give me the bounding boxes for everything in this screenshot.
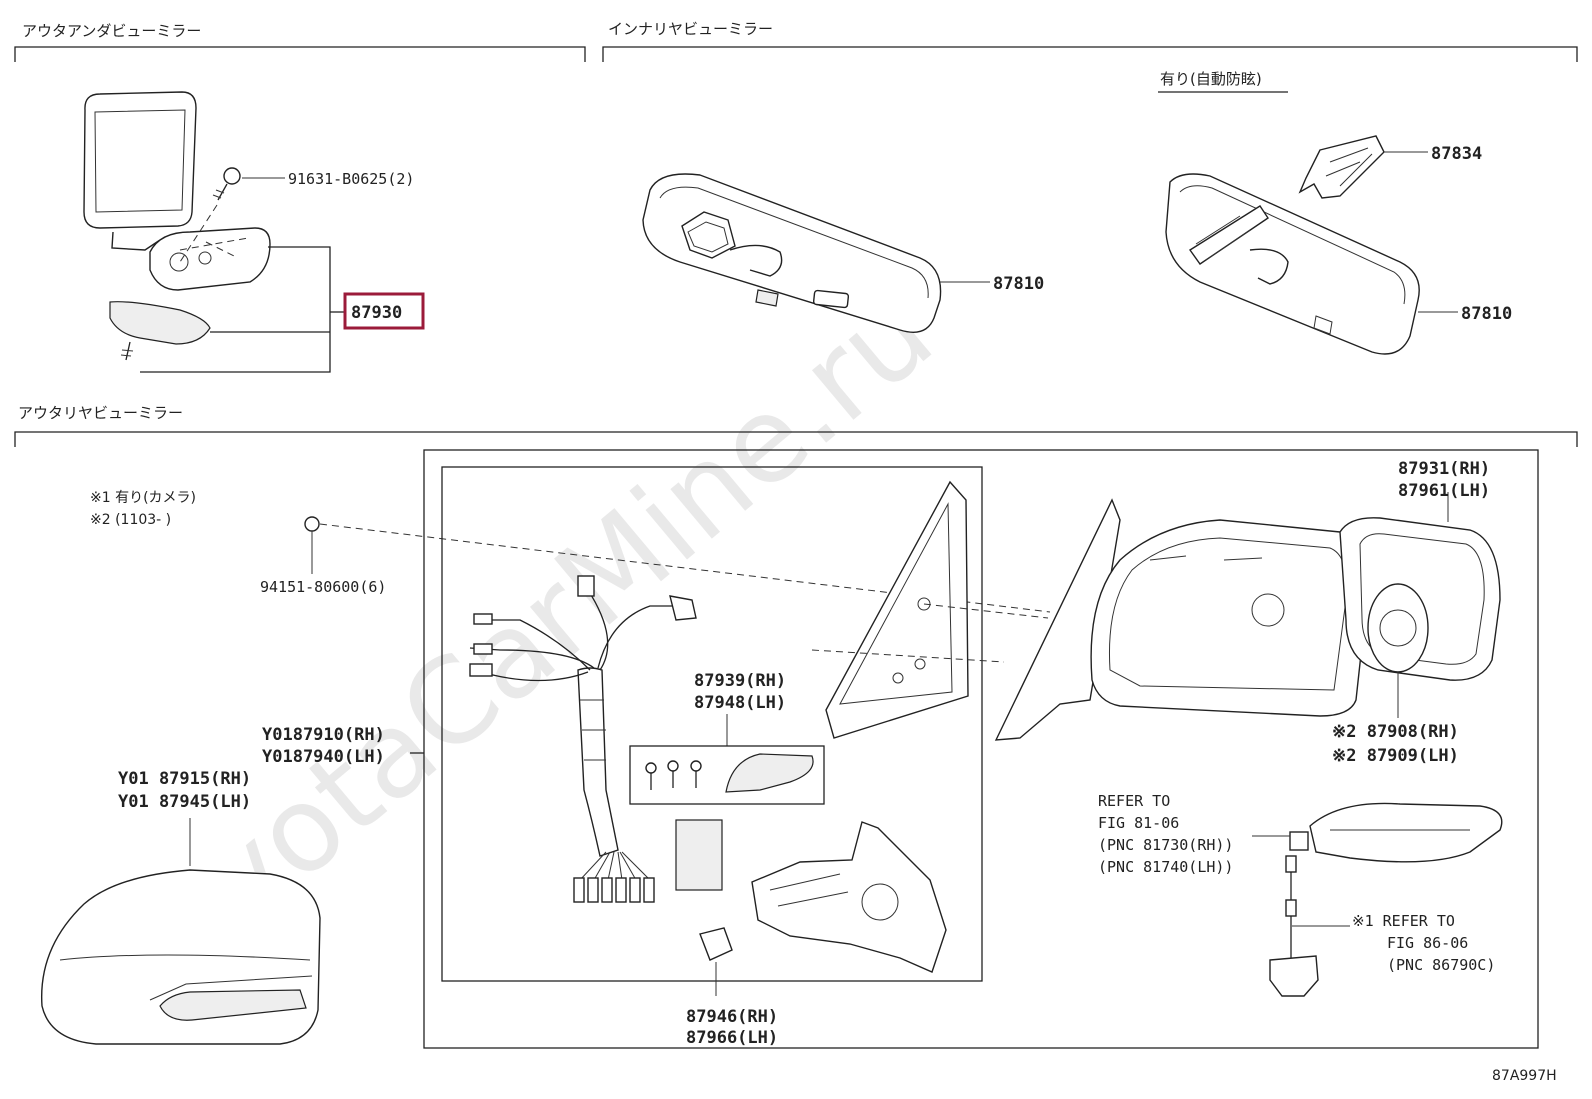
under-mirror-cover bbox=[109, 301, 211, 345]
screw-icon bbox=[212, 167, 241, 201]
part-label-87931: 87931(RH) bbox=[1398, 459, 1490, 479]
part-label-y87945: Y01 87945(LH) bbox=[118, 792, 251, 812]
part-label-y87915: Y01 87915(RH) bbox=[118, 769, 251, 789]
refer-81-line2: FIG 81-06 bbox=[1098, 814, 1179, 832]
section-title-outer-rear-mirror: アウタリヤビューミラー bbox=[18, 404, 183, 422]
screws-icon bbox=[645, 760, 702, 790]
note-2: ※2 (1103- ) bbox=[90, 512, 171, 528]
section-bracket-outer-rear bbox=[14, 431, 1578, 447]
mirror-bracket-87834 bbox=[1298, 135, 1385, 199]
mirror-actuator-base bbox=[699, 821, 947, 973]
refer-81-line3: (PNC 81730(RH)) bbox=[1098, 836, 1233, 854]
part-label-87946: 87946(RH) bbox=[686, 1007, 778, 1027]
refer-81-line1: REFER TO bbox=[1098, 792, 1170, 810]
turn-signal-lamp bbox=[1289, 802, 1503, 863]
outer-mirror-cover bbox=[40, 869, 321, 1045]
triangle-garnish bbox=[825, 480, 969, 739]
wiring-harness bbox=[469, 575, 697, 903]
refer-86-line3: (PNC 86790C) bbox=[1387, 956, 1495, 974]
garnish-leader-dash bbox=[811, 649, 1005, 663]
part-label-87909: ※2 87909(LH) bbox=[1332, 746, 1459, 766]
section-bracket-outer-under bbox=[14, 46, 586, 62]
mirror-assembly-frame bbox=[423, 449, 1539, 1049]
small-screw-icon bbox=[120, 341, 134, 361]
section-title-inner-rear-mirror: インナリヤビューミラー bbox=[608, 20, 773, 38]
part-label-y87940: Y0187940(LH) bbox=[262, 747, 385, 767]
section-bracket-inner-rear bbox=[602, 46, 1578, 62]
sub-assembly-frame bbox=[441, 466, 983, 982]
part-label-87966: 87966(LH) bbox=[686, 1028, 778, 1048]
refer-81-line4: (PNC 81740(LH)) bbox=[1098, 858, 1233, 876]
section-title-outer-under-mirror: アウタアンダビューミラー bbox=[22, 22, 201, 40]
refer-86-line2: FIG 86-06 bbox=[1387, 934, 1468, 952]
inner-mirror-standard bbox=[642, 173, 942, 333]
camera-harness bbox=[1269, 855, 1319, 997]
pad-sheet bbox=[675, 819, 723, 891]
part-label-87948: 87948(LH) bbox=[694, 693, 786, 713]
part-label-87908: ※2 87908(RH) bbox=[1332, 722, 1459, 742]
part-label-y87910: Y0187910(RH) bbox=[262, 725, 385, 745]
auto-dimming-label: 有り(自動防眩) bbox=[1160, 70, 1262, 88]
garnish-leader-dash-2 bbox=[923, 603, 1049, 619]
highlight-box-87930[interactable] bbox=[343, 292, 425, 330]
part-label-87810-b: 87810 bbox=[1461, 304, 1512, 324]
part-label-87834: 87834 bbox=[1431, 144, 1482, 164]
part-label-87930[interactable]: 87930 bbox=[351, 303, 402, 323]
bracket-87930 bbox=[140, 246, 331, 373]
outer-mirror-housing bbox=[994, 498, 1369, 741]
cover-piece bbox=[725, 753, 814, 793]
part-label-87810-a: 87810 bbox=[993, 274, 1044, 294]
part-label-87939: 87939(RH) bbox=[694, 671, 786, 691]
inner-mirror-auto-dimming bbox=[1165, 173, 1420, 355]
note-1: ※1 有り(カメラ) bbox=[90, 490, 196, 506]
refer-86-line1: ※1 REFER TO bbox=[1352, 912, 1455, 930]
cover-kit-box bbox=[629, 745, 825, 805]
under-mirror-assembly bbox=[83, 91, 271, 291]
part-label-87961: 87961(LH) bbox=[1398, 481, 1490, 501]
nut-icon bbox=[304, 516, 320, 532]
mirror-heater-motor bbox=[1367, 583, 1429, 673]
part-label-94151: 94151-80600(6) bbox=[260, 578, 386, 596]
part-label-91631: 91631-B0625(2) bbox=[288, 170, 414, 188]
figure-code: 87A997H bbox=[1492, 1068, 1557, 1084]
